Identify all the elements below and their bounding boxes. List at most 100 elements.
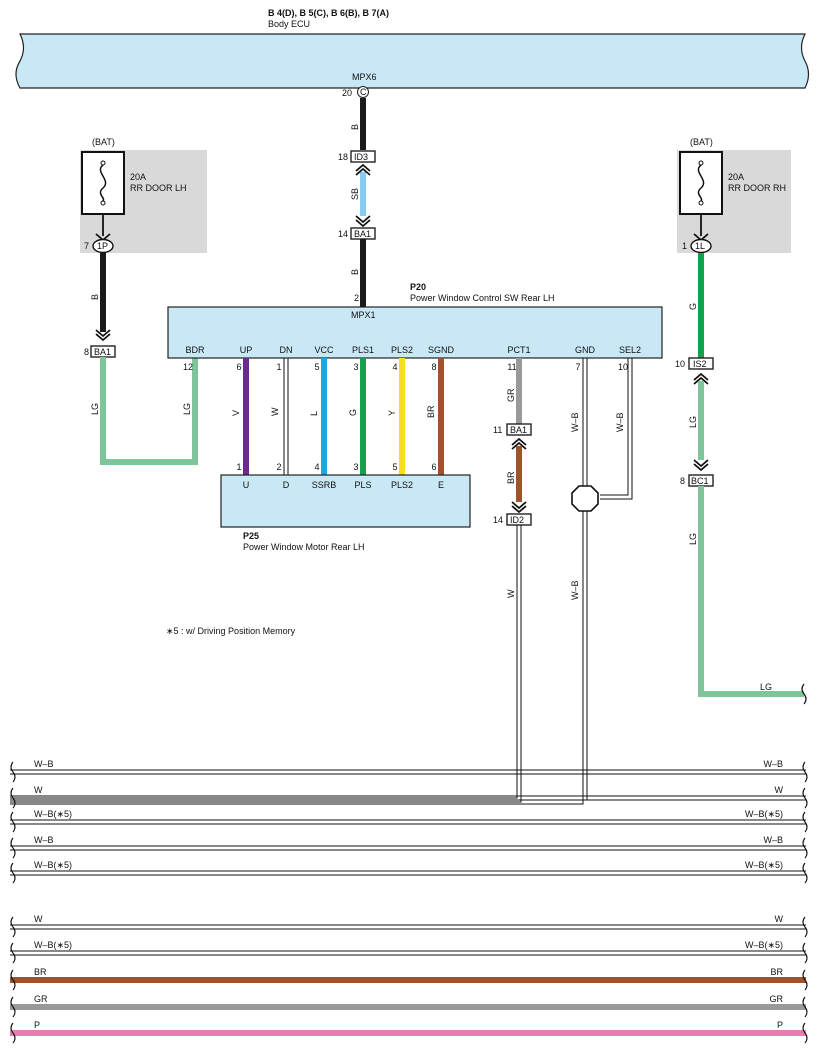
- switch-mpx: MPX1: [351, 310, 376, 320]
- harness-label-right: GR: [770, 994, 784, 1004]
- motor-ref: P25: [243, 531, 259, 541]
- break-mark-icon: [10, 969, 16, 991]
- switch-ref: P20: [410, 282, 426, 292]
- ba1-mid-name: BA1: [510, 425, 527, 435]
- switch-pin-number: 3: [353, 362, 358, 372]
- switch-pin-number: 10: [618, 362, 628, 372]
- wire-label-lh-b: B: [90, 294, 100, 300]
- motor-pin-number: 6: [431, 462, 436, 472]
- wire-bdr-lg-loop: [100, 357, 198, 465]
- chevron-down-icon: [355, 215, 371, 224]
- fuse-lh-conn: 1P: [97, 241, 108, 251]
- wire-label-ba1-b: B: [350, 269, 360, 275]
- chevron-up-icon: [693, 372, 709, 381]
- ba1-left-pin: 8: [84, 347, 89, 357]
- harness-row: W–B(∗5)W–B(∗5): [10, 940, 808, 964]
- switch-pin-number: 8: [431, 362, 436, 372]
- wire-sel2-wb-b: [600, 358, 633, 500]
- harness-label-left: W–B(∗5): [34, 809, 72, 819]
- wire-label-br: BR: [426, 405, 436, 418]
- chevron-up-icon: [511, 441, 527, 450]
- chevron-down-icon: [95, 333, 111, 342]
- harness-label-right: W–B(∗5): [745, 860, 783, 870]
- fuse-lh-amp: 20A: [130, 172, 146, 182]
- switch-pin-number: 6: [236, 362, 241, 372]
- wire-gnd-wb-a: [10, 511, 584, 805]
- harness-label-right: W: [775, 914, 784, 924]
- break-mark-icon: [802, 969, 808, 991]
- wire-gnd-wb-b: [10, 511, 588, 801]
- fuse-rh-amp: 20A: [728, 172, 744, 182]
- wire-label-g: G: [348, 409, 358, 416]
- id2-name: ID2: [510, 515, 524, 525]
- switch-pin-labels: BDR12UP6DN1VCC5PLS13PLS24SGND8PCT111GND7…: [183, 345, 641, 372]
- switch-pin-label: SGND: [428, 345, 455, 355]
- break-mark-icon: [10, 837, 16, 859]
- wire-id2-w-a: [10, 525, 518, 799]
- motor-pin-label: D: [283, 480, 290, 490]
- is2-name: IS2: [693, 359, 707, 369]
- break-mark-icon: [802, 837, 808, 859]
- switch-pin-label: VCC: [314, 345, 334, 355]
- harness-label-right: W–B(∗5): [745, 940, 783, 950]
- switch-pin-number: 11: [507, 362, 516, 372]
- ba1-left-name: BA1: [94, 347, 111, 357]
- switch-mpx-pin: 2: [354, 293, 359, 303]
- harness-label-right: W–B: [763, 759, 783, 769]
- wire-label-wb-low: W–B: [570, 580, 580, 600]
- harness-row: W–B(∗5)W–B(∗5): [10, 809, 808, 833]
- switch-pin-number: 7: [575, 362, 580, 372]
- harness-label-left: BR: [34, 967, 47, 977]
- wire-label-bdr-lg: LG: [182, 403, 192, 415]
- harness-label-left: GR: [34, 994, 48, 1004]
- harness-row: GR GR: [10, 994, 808, 1018]
- ecu-pin-connector: [357, 86, 369, 98]
- chevron-down-icon: [355, 219, 371, 228]
- switch-pin-label: DN: [280, 345, 293, 355]
- chevron-down-icon: [511, 505, 527, 514]
- connector-1l: [690, 238, 712, 254]
- switch-pin-label: GND: [575, 345, 596, 355]
- wire-label-lh-lg: LG: [90, 403, 100, 415]
- break-mark-icon: [802, 787, 808, 809]
- harness-label-right: W: [775, 785, 784, 795]
- chevron-up-icon: [355, 167, 371, 176]
- note-driving-position: ∗5 : w/ Driving Position Memory: [166, 626, 296, 636]
- wire-label-w: W: [270, 407, 280, 416]
- break-mark-icon: [802, 1022, 808, 1044]
- fuse-icon: [99, 164, 107, 202]
- harness-label-right: P: [777, 1020, 783, 1030]
- connector-id3: [350, 150, 376, 163]
- wire-label-gr: GR: [506, 388, 516, 402]
- switch-pin-label: UP: [240, 345, 253, 355]
- fuse-rh-conn: 1L: [695, 241, 705, 251]
- wire-label-v: V: [231, 410, 241, 416]
- wire-label-br2: BR: [506, 471, 516, 484]
- wire-rh-lg2: [698, 486, 804, 697]
- wire-label-ecu-b: B: [350, 124, 360, 130]
- id3-name: ID3: [354, 152, 368, 162]
- chevron-up-icon: [511, 437, 527, 446]
- harness-label-left: W–B: [34, 835, 54, 845]
- wire-label-wb-sel2: W–B: [615, 412, 625, 432]
- wire-label-rh-lg2: LG: [688, 533, 698, 545]
- switch-pin-label: PLS1: [352, 345, 374, 355]
- ba1-top-pin: 14: [338, 229, 348, 239]
- motor-name: Power Window Motor Rear LH: [243, 542, 365, 552]
- break-mark-icon: [10, 811, 16, 833]
- break-mark-icon: [802, 761, 808, 783]
- ecu-pin-name: MPX6: [352, 72, 377, 82]
- switch-pin-number: 5: [314, 362, 319, 372]
- fuse-icon: [697, 164, 705, 202]
- bc1-name: BC1: [691, 476, 709, 486]
- bc1-pin: 8: [680, 476, 685, 486]
- break-mark-icon: [10, 862, 16, 884]
- connector-is2: [688, 357, 714, 370]
- ba1-top-name: BA1: [354, 229, 371, 239]
- chevron-down-icon: [511, 501, 527, 510]
